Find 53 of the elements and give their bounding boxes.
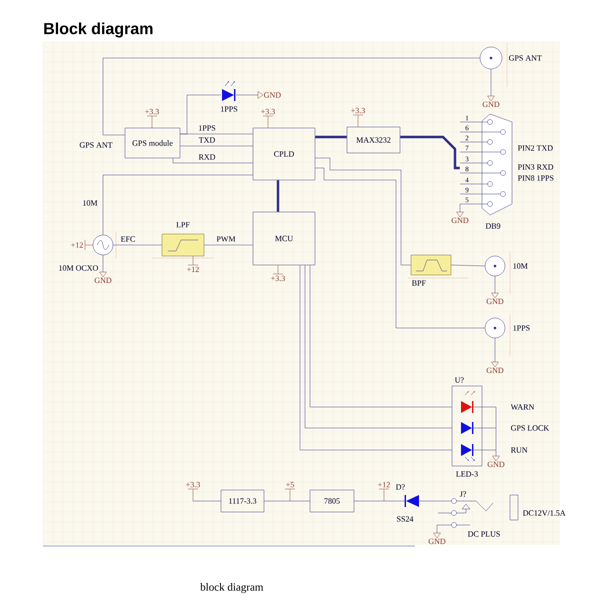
node-label: PIN3 RXD [518,164,554,170]
wire [102,58,480,136]
title: Block diagram [44,22,152,38]
pin-label: GPS ANT [80,142,112,148]
node-label: U? [454,377,464,383]
node-label: J? [460,491,466,497]
node-label: DB9 [486,223,500,229]
wire [354,500,405,502]
node-label: BPF [412,280,426,286]
pin-label: WARN [510,404,534,410]
wire [102,174,253,235]
caption: block diagram [200,583,264,593]
logic-box: CPLD [252,128,316,180]
regulator-box: 7805 [310,490,354,512]
node-label: 10M [513,263,528,269]
wire [315,168,485,328]
coax-connector: 1PPS [484,314,530,356]
filter-box: LPF [152,222,214,258]
wire [172,158,253,164]
power-jack-drawing: J? DC PLUS DC12V/1.5A [436,491,566,537]
pin-label: GPS LOCK [511,425,550,431]
wire [315,136,347,138]
node-label: DC PLUS [468,531,500,537]
node-label: DC12V/1.5A [522,510,566,516]
edge-label: EFC [120,236,136,242]
wire [204,244,253,246]
edge-label: TXD [198,136,216,144]
coax-connector: 10M [484,252,528,294]
node-label: GPS ANT [509,55,542,61]
edge-label: RXD [198,154,216,160]
wire [310,265,452,408]
regulator-box: 1117-3.3 [220,490,264,512]
node-label: LPF [176,222,190,228]
node-label: LED-3 [456,471,478,477]
edge-label: PWM [216,236,236,242]
wire [264,500,310,502]
wire [400,136,460,170]
wire [419,500,438,502]
edge-label: 10M [82,200,98,206]
mcu-box: MCU [252,212,316,266]
wire [276,180,280,212]
node-label: 1PPS [513,325,530,331]
node-label: PIN2 TXD [518,145,553,151]
module-box: GPS module [124,128,180,158]
wire [113,244,162,246]
wire [315,158,411,266]
node-label: PIN8 1PPS [518,175,554,181]
wire [451,264,485,266]
filter-box: BPF [408,254,468,286]
chip-box: MAX3232 [346,126,400,154]
coax-connector: GPS ANT [480,42,542,88]
pin-label: RUN [510,447,528,453]
edge-label: 1PPS [198,124,216,132]
